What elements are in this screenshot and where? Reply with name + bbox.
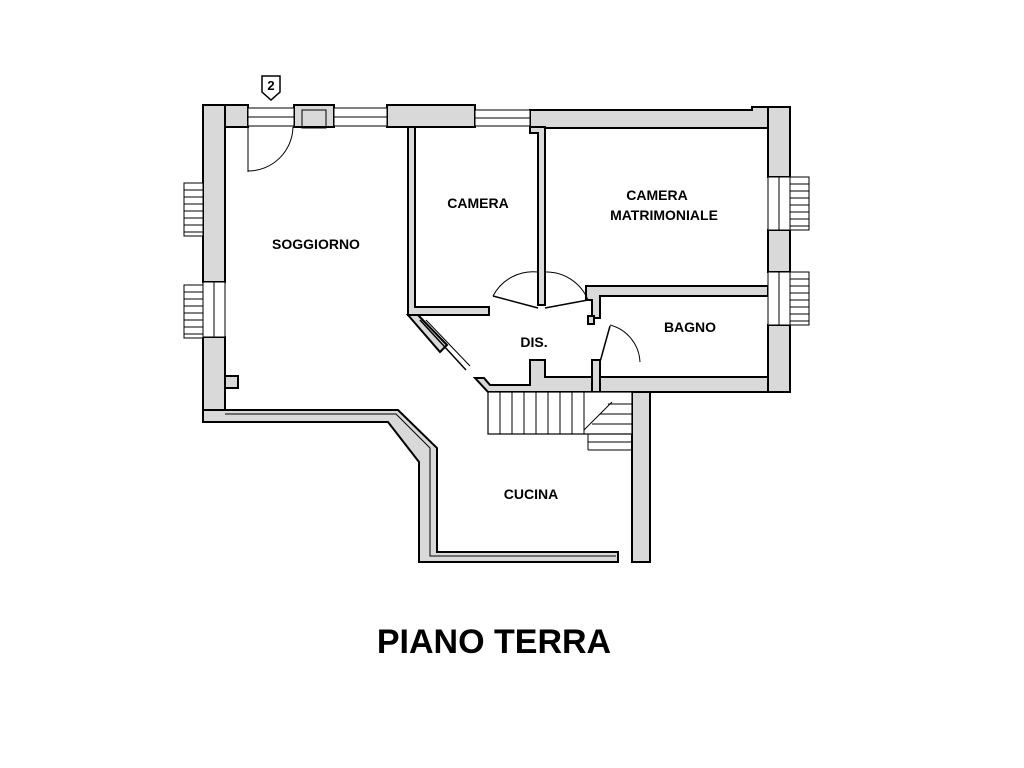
wall-bottom-bagno — [597, 376, 791, 393]
wall-right-middle — [767, 229, 791, 273]
window-left-shutter-1 — [183, 182, 204, 237]
doors — [247, 126, 641, 371]
interior-walls — [405, 126, 769, 393]
door-matrimoniale — [544, 271, 589, 301]
door-entrance — [247, 126, 294, 172]
room-soggiorno: SOGGIORNO — [272, 236, 360, 252]
room-camera: CAMERA — [447, 195, 508, 211]
room-cucina: CUCINA — [504, 486, 558, 502]
window-left-shutter-2 — [183, 284, 204, 339]
wall-bottom-soggiorno — [202, 409, 619, 563]
room-dis: DIS. — [520, 334, 547, 350]
wall-dis-slant — [405, 314, 449, 354]
walls — [202, 104, 791, 563]
wall-right-upper — [767, 106, 791, 178]
marker-icon — [261, 75, 281, 102]
room-labels: SOGGIORNO CAMERA CAMERA MATRIMONIALE DIS… — [272, 187, 718, 502]
wall-top-camera — [386, 104, 476, 128]
wall-camera-left — [407, 126, 490, 316]
plan-title: PIANO TERRA — [377, 623, 611, 661]
wall-bagno-top — [585, 285, 769, 319]
wall-right-lower — [767, 324, 791, 393]
room-bagno: BAGNO — [664, 319, 716, 335]
stairs — [487, 391, 633, 451]
room-matrimoniale-line2: MATRIMONIALE — [610, 207, 718, 223]
wall-camera-right — [529, 126, 546, 306]
door-bagno — [609, 324, 641, 363]
marker-label: 2 — [267, 78, 274, 93]
wall-right-cucina — [631, 391, 651, 563]
door-camera — [492, 271, 539, 297]
wall-left-upper — [202, 104, 226, 283]
wall-dis-bottom — [472, 359, 593, 393]
door-sliding — [419, 319, 467, 371]
window-right-shutter-1 — [789, 176, 810, 231]
wall-top-pier — [293, 104, 335, 128]
windows — [183, 107, 810, 339]
window-right-shutter-2 — [789, 271, 810, 326]
room-matrimoniale-line1: CAMERA — [626, 187, 687, 203]
section-marker: 2 — [261, 75, 281, 102]
wall-top-matrimoniale — [529, 106, 791, 129]
